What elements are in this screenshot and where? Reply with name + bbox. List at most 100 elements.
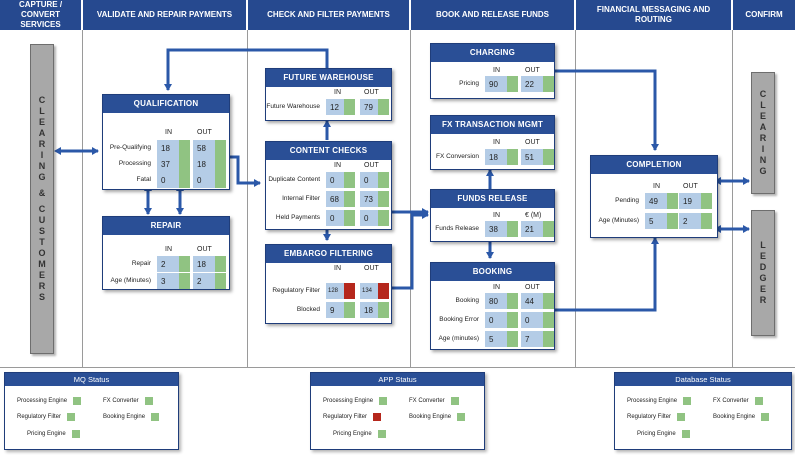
bar-letter: E [38, 117, 45, 127]
lane-divider [82, 30, 83, 367]
column-header-in: IN [165, 246, 172, 253]
panel-title: EMBARGO FILTERING [266, 245, 391, 263]
metric-out-value: 73 [360, 191, 378, 207]
bar-letter: E [759, 251, 766, 261]
panel-title: CONTENT CHECKS [266, 142, 391, 160]
status-item: Booking Engine [713, 413, 770, 421]
status-item-label: Processing Engine [17, 398, 68, 404]
metric-out-status-indicator [378, 172, 389, 188]
metric-in-value: 18 [485, 149, 507, 165]
bar-letter: A [38, 128, 46, 138]
metric-out-value: 2 [193, 273, 215, 289]
metric-out-value: 19 [679, 193, 701, 209]
metric-out-status-indicator [378, 302, 389, 318]
metric-in-status-indicator [344, 99, 355, 115]
metric-out-status-indicator [215, 140, 226, 156]
column-header-out: OUT [525, 284, 540, 291]
bar-letter: L [760, 240, 766, 250]
status-indicator [377, 430, 386, 438]
metric-in-status-indicator [507, 149, 518, 165]
bar-letter: G [759, 273, 767, 283]
metric-in-value: 90 [485, 76, 507, 92]
status-indicator [754, 397, 763, 405]
metric-in-value: 37 [157, 156, 179, 172]
metric-label: Booking Error [439, 316, 479, 323]
status-item-label: Pricing Engine [27, 431, 66, 437]
bar-letter: M [38, 259, 46, 269]
bar-letter: A [759, 122, 767, 132]
column-header-out: OUT [525, 67, 540, 74]
bar-letter: O [38, 248, 46, 258]
status-item-label: Regulatory Filter [627, 414, 672, 420]
status-indicator [71, 430, 80, 438]
bar-letter: L [760, 100, 766, 110]
status-item-label: Pricing Engine [333, 431, 372, 437]
status-panel-title: MQ Status [5, 373, 178, 386]
bar-letter: G [38, 172, 46, 182]
metric-in-status-indicator [507, 221, 518, 237]
status-item-label: FX Converter [713, 398, 749, 404]
column-header-out: € (M) [525, 212, 542, 219]
lane-divider [247, 30, 248, 367]
status-indicator [151, 413, 160, 421]
metric-out-status-indicator [378, 210, 389, 226]
column-header-in: IN [493, 67, 500, 74]
status-indicator [761, 413, 770, 421]
status-item: Regulatory Filter [627, 413, 686, 421]
bar-letter: I [40, 150, 44, 160]
bar-letter: R [759, 295, 767, 305]
lanes-bottom-line [0, 367, 795, 368]
status-item-label: Regulatory Filter [323, 414, 368, 420]
status-indicator [450, 397, 459, 405]
bar-letter: E [759, 111, 766, 121]
status-indicator [457, 413, 466, 421]
metric-in-value: 18 [157, 140, 179, 156]
metric-label: Duplicate Content [268, 176, 320, 183]
metric-in-value: 12 [326, 99, 344, 115]
status-item-label: FX Converter [409, 398, 445, 404]
status-item-label: Processing Engine [627, 398, 678, 404]
column-header-out: OUT [197, 246, 212, 253]
metric-out-value: 0 [360, 172, 378, 188]
lane-header-capture: CAPTURE / CONVERT SERVICES [0, 0, 81, 30]
column-header-in: IN [334, 89, 341, 96]
lane-divider [410, 30, 411, 367]
lane-header-validate: VALIDATE AND REPAIR PAYMENTS [83, 0, 246, 30]
metric-label: Pre-Qualifying [109, 144, 151, 151]
metric-in-status-indicator [344, 172, 355, 188]
lane-header-book: BOOK AND RELEASE FUNDS [411, 0, 574, 30]
bar-letter: T [39, 237, 45, 247]
bar-letter: R [38, 281, 46, 291]
column-header-in: IN [493, 212, 500, 219]
metric-out-status-indicator [215, 172, 226, 188]
metric-out-value: 0 [193, 172, 215, 188]
metric-in-value: 0 [485, 312, 507, 328]
status-item-label: Booking Engine [409, 414, 452, 420]
status-item-label: Booking Engine [103, 414, 146, 420]
status-item: Processing Engine [627, 397, 692, 405]
status-item: Regulatory Filter [323, 413, 382, 421]
metric-out-value: 134 [360, 283, 378, 299]
lane-divider [732, 30, 733, 367]
metric-in-status-indicator [179, 273, 190, 289]
metric-out-status-indicator [543, 149, 554, 165]
status-item: Processing Engine [323, 397, 388, 405]
status-item: Pricing Engine [27, 430, 80, 438]
bar-letter: N [759, 155, 767, 165]
metric-out-value: 0 [360, 210, 378, 226]
bar-letter: E [759, 284, 766, 294]
bar-letter: C [38, 204, 46, 214]
status-item: Pricing Engine [637, 430, 690, 438]
metric-in-status-indicator [179, 172, 190, 188]
metric-out-value: 21 [521, 221, 543, 237]
metric-out-status-indicator [215, 273, 226, 289]
status-indicator [681, 430, 690, 438]
